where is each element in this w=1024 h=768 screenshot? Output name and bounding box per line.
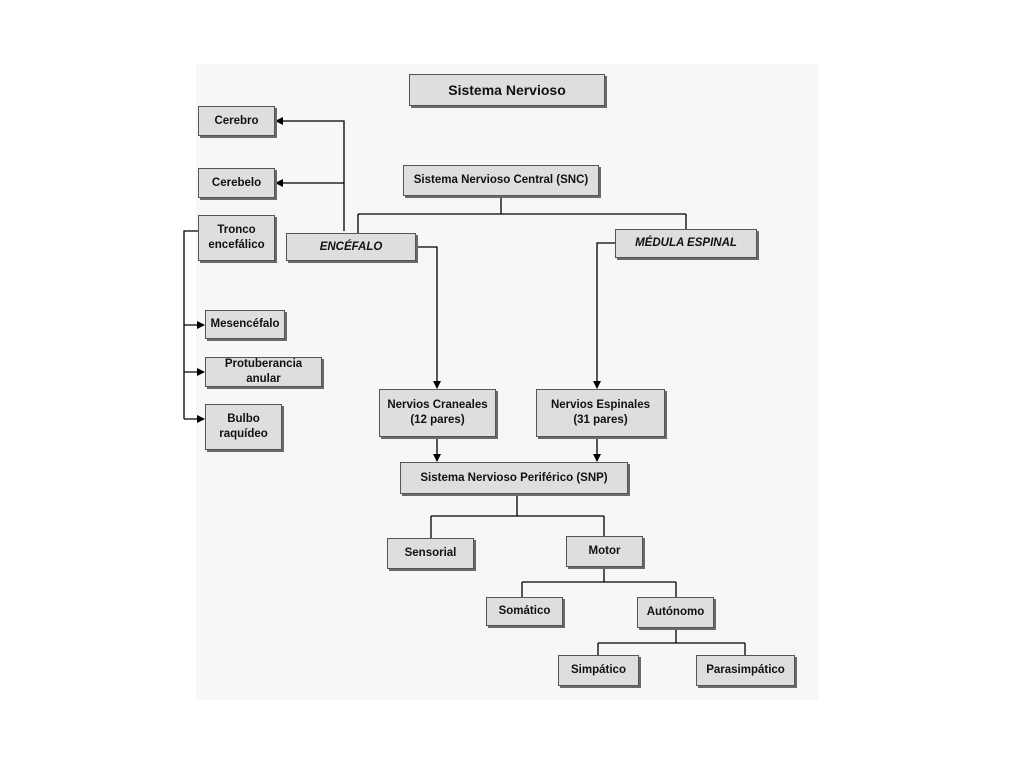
node-mesencefalo: Mesencéfalo	[205, 310, 285, 339]
node-simpatico: Simpático	[558, 655, 639, 686]
edge-encefalo-cerebro	[275, 117, 345, 231]
node-cerebelo: Cerebelo	[198, 168, 275, 198]
node-snc: Sistema Nervioso Central (SNC)	[403, 165, 599, 196]
node-bulbo-raquideo: Bulbo raquídeo	[205, 404, 282, 450]
node-medula-espinal: MÉDULA ESPINAL	[615, 229, 757, 258]
node-sistema-nervioso: Sistema Nervioso	[409, 74, 605, 106]
edge-autonomo-branch	[597, 628, 746, 655]
node-nervios-espinales: Nervios Espinales (31 pares)	[536, 389, 665, 437]
node-somatico: Somático	[486, 597, 563, 626]
node-cerebro: Cerebro	[198, 106, 275, 136]
node-sensorial: Sensorial	[387, 538, 474, 569]
node-tronco-encefalico: Tronco encefálico	[198, 215, 275, 261]
node-protuberancia-anular: Protuberancia anular	[205, 357, 322, 387]
node-motor: Motor	[566, 536, 643, 567]
edge-encefalo-craneales	[416, 246, 441, 389]
node-autonomo: Autónomo	[637, 597, 714, 628]
edge-medula-espinales	[593, 242, 615, 389]
edge-motor-branch	[521, 567, 677, 597]
node-snp: Sistema Nervioso Periférico (SNP)	[400, 462, 628, 494]
edge-tronco-spine	[183, 230, 198, 419]
node-parasimpatico: Parasimpático	[696, 655, 795, 686]
edge-snp-branch	[430, 494, 605, 538]
node-encefalo: ENCÉFALO	[286, 233, 416, 261]
edge-snc-branch	[357, 196, 687, 233]
node-nervios-craneales: Nervios Craneales (12 pares)	[379, 389, 496, 437]
